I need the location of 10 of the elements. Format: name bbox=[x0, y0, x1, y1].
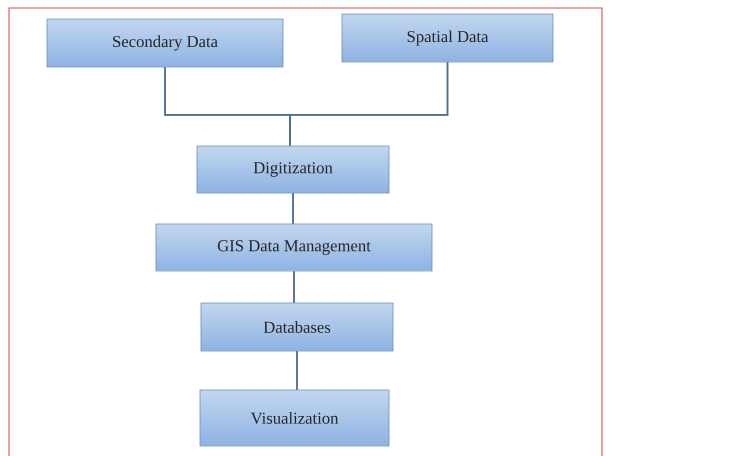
connector-line bbox=[293, 271, 295, 303]
process-box: Secondary Data bbox=[46, 18, 284, 68]
process-box: Digitization bbox=[196, 146, 390, 194]
connector-line bbox=[296, 351, 298, 390]
connector-line bbox=[289, 62, 448, 146]
process-box: Databases bbox=[200, 302, 394, 352]
process-box: GIS Data Management bbox=[156, 224, 432, 272]
connector-line bbox=[292, 193, 294, 224]
process-box: Spatial Data bbox=[342, 14, 554, 62]
process-box: Visualization bbox=[200, 390, 390, 446]
